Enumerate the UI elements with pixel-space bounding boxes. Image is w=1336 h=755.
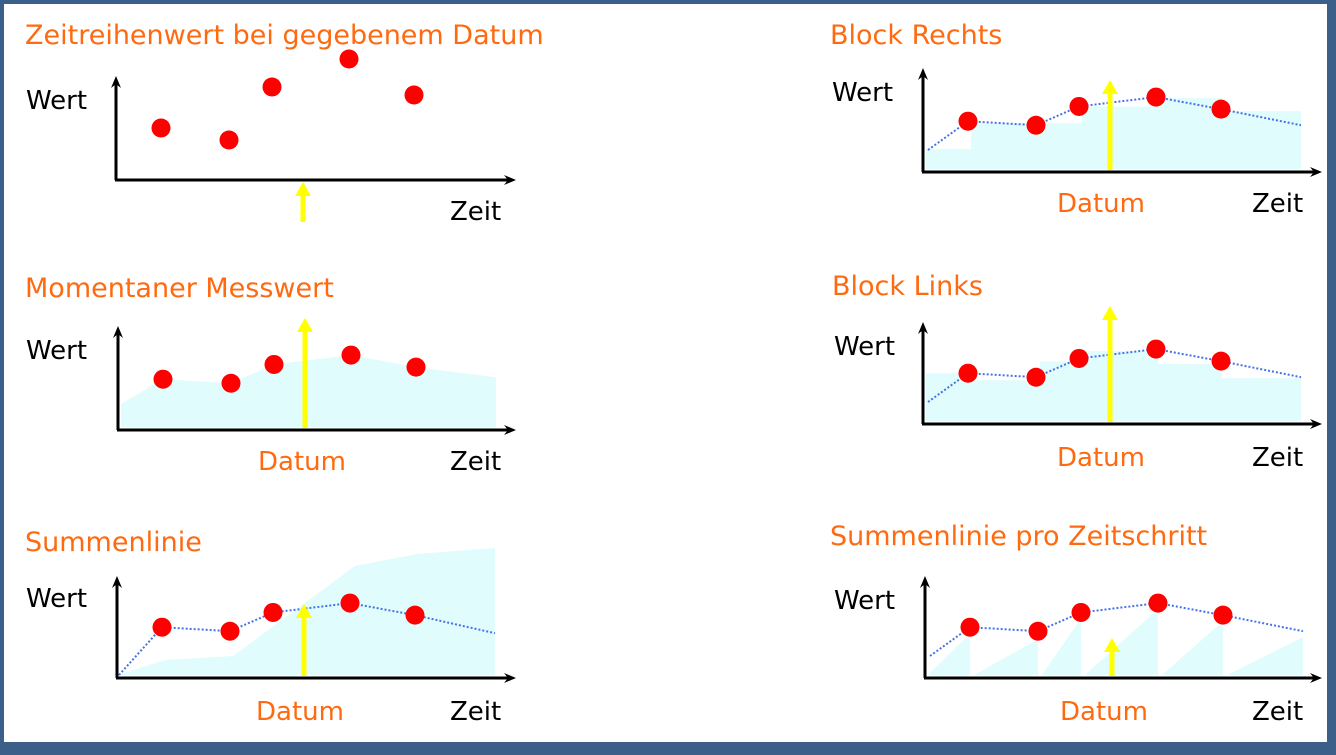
y-axis-arrowhead-icon (111, 76, 121, 88)
data-point (1146, 87, 1166, 107)
panel-title: Zeitreihenwert bei gegebenem Datum (25, 20, 544, 51)
data-point (405, 605, 425, 625)
y-axis-label: Wert (834, 586, 895, 616)
x-axis-label: Zeit (1252, 189, 1303, 219)
data-point (1026, 367, 1046, 387)
y-axis-arrowhead-icon (113, 326, 123, 338)
data-point (264, 354, 284, 374)
data-point (221, 373, 241, 393)
x-axis-arrowhead-icon (1310, 673, 1322, 683)
x-axis-label: Zeit (1252, 697, 1303, 727)
data-point (262, 77, 282, 97)
sawtooth-segment-fill (1085, 609, 1158, 675)
step-right-area-fill (926, 98, 1301, 169)
y-axis-label: Wert (26, 584, 87, 614)
datum-arrow-head-icon (1102, 80, 1118, 94)
x-axis-label: Zeit (1252, 443, 1303, 473)
data-point (1028, 621, 1048, 641)
datum-arrow-head-icon (295, 182, 311, 196)
data-point (1069, 96, 1089, 116)
data-point (1146, 339, 1166, 359)
x-axis-arrowhead-icon (504, 673, 516, 683)
panel-title: Block Links (832, 271, 983, 302)
step-left-area-fill (926, 351, 1301, 421)
datum-label: Datum (1060, 697, 1148, 727)
datum-arrow-head-icon (297, 318, 313, 332)
data-point (151, 118, 171, 138)
diagram-canvas: Zeitreihenwert bei gegebenem DatumWertZe… (25, 20, 1322, 727)
sawtooth-segment-fill (928, 633, 970, 675)
data-point (1071, 602, 1091, 622)
data-point (340, 593, 360, 613)
data-point (219, 130, 239, 150)
data-point (958, 111, 978, 131)
data-point (152, 617, 172, 637)
datum-arrow-head-icon (1104, 638, 1120, 652)
x-axis-arrowhead-icon (1310, 419, 1322, 429)
datum-arrow-head-icon (296, 604, 312, 618)
x-axis-arrowhead-icon (504, 175, 516, 185)
panel-title: Summenlinie pro Zeitschritt (830, 521, 1207, 552)
data-point (339, 49, 359, 69)
y-axis-label: Wert (26, 86, 87, 116)
data-point (263, 602, 283, 622)
x-axis-label: Zeit (450, 197, 501, 227)
data-point (1069, 348, 1089, 368)
data-point (1211, 351, 1231, 371)
y-axis-label: Wert (834, 332, 895, 362)
data-point (406, 357, 426, 377)
data-point (1026, 115, 1046, 135)
y-axis-arrowhead-icon (920, 576, 930, 588)
panel-title: Momentaner Messwert (25, 273, 334, 304)
data-point (220, 621, 240, 641)
x-axis-arrowhead-icon (1310, 167, 1322, 177)
sawtooth-segment-fill (1227, 637, 1303, 675)
y-axis-arrowhead-icon (918, 68, 928, 80)
data-point (404, 85, 424, 105)
sawtooth-segment-fill (1162, 621, 1223, 675)
datum-label: Datum (256, 697, 344, 727)
area-fill (121, 355, 496, 427)
x-axis-label: Zeit (450, 447, 501, 477)
x-axis-arrowhead-icon (504, 425, 516, 435)
panel-title: Block Rechts (830, 20, 1002, 51)
data-point (1211, 99, 1231, 119)
data-point (153, 369, 173, 389)
data-point (958, 363, 978, 383)
data-point (341, 345, 361, 365)
panel-title: Summenlinie (25, 527, 202, 558)
datum-label: Datum (1057, 189, 1145, 219)
y-axis-arrowhead-icon (918, 322, 928, 334)
x-axis-label: Zeit (450, 697, 501, 727)
data-point (1148, 593, 1168, 613)
datum-arrow-head-icon (1102, 306, 1118, 320)
datum-label: Datum (1057, 443, 1145, 473)
sawtooth-segment-fill (974, 639, 1038, 675)
y-axis-label: Wert (832, 78, 893, 108)
y-axis-label: Wert (26, 336, 87, 366)
datum-label: Datum (258, 447, 346, 477)
data-point (1213, 605, 1233, 625)
sawtooth-segment-fill (1042, 618, 1081, 675)
data-point (960, 617, 980, 637)
panel-zeitreihenwert: Zeitreihenwert bei gegebenem DatumWertZe… (25, 20, 544, 227)
y-axis-arrowhead-icon (112, 576, 122, 588)
